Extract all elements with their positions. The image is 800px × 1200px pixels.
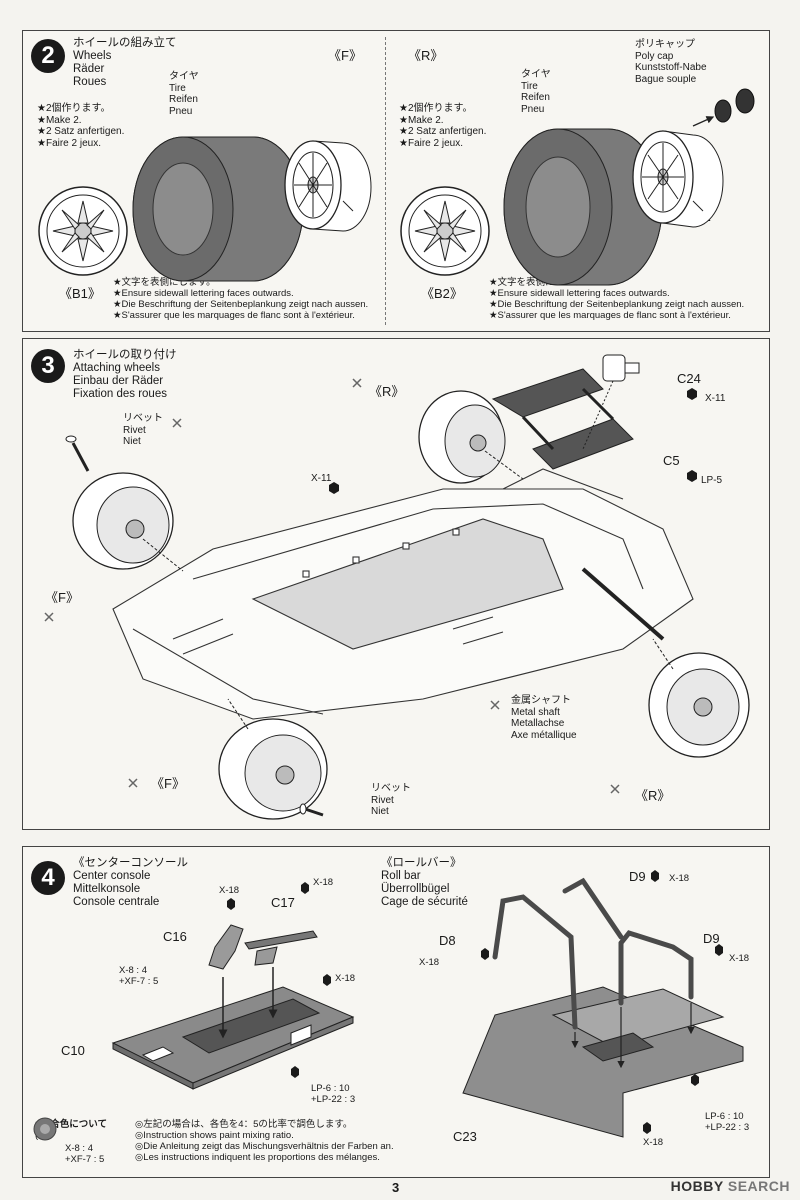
step4-number: 4 xyxy=(31,861,65,895)
step3-title: ホイールの取り付け Attaching wheels Einbau der Rä… xyxy=(73,349,177,400)
step2-b2-tag: 《B2》 xyxy=(421,286,463,301)
step2-sidewall-note-front: ★文字を表側にします。 ★Ensure sidewall lettering f… xyxy=(113,277,369,321)
step3-front-tag-left: 《F》 xyxy=(45,590,79,605)
step4-x18-c17: X-18 xyxy=(313,877,334,888)
c24-part-icon xyxy=(582,354,640,450)
step4-panel: 4 《センターコンソール Center console Mittelkonsol… xyxy=(22,846,770,1178)
step4-d8-part: D8 xyxy=(439,933,456,948)
step4-x18-d8: X-18 xyxy=(419,957,440,968)
chassis-icon xyxy=(112,468,694,720)
step2-b1-tag: 《B1》 xyxy=(59,286,101,301)
rivet-top-icon xyxy=(65,435,90,472)
c5-part-icon xyxy=(491,368,634,470)
step3-c5-paint: LP-5 xyxy=(701,475,723,486)
c10-part-icon xyxy=(111,986,355,1090)
step3-rivet-label-top: リベット Rivet Niet xyxy=(123,413,163,447)
step4-x18-c16: X-18 xyxy=(219,885,240,896)
step3-panel: 3 ホイールの取り付け Attaching wheels Einbau der … xyxy=(22,338,770,830)
watermark: HOBBY SEARCH xyxy=(671,1178,790,1194)
step4-x18-d9a: X-18 xyxy=(669,873,690,884)
step2-panel: 2 ホイールの組み立て Wheels Räder Roues 《F》 《R》 ★… xyxy=(22,30,770,332)
step4-d9a-part: D9 xyxy=(629,869,646,884)
tool-icons xyxy=(44,378,620,794)
mixing-note-text: ◎左記の場合は、各色を4：5の比率で調色します。 ◎Instruction sh… xyxy=(135,1119,394,1163)
step2-number: 2 xyxy=(31,39,65,73)
c23-part-icon xyxy=(462,986,744,1138)
step4-x18-c23: X-18 xyxy=(643,1137,664,1148)
rollbar-arrows xyxy=(571,1003,695,1069)
step4-mix-c16: X-8 : 4 +XF-7 : 5 xyxy=(119,965,159,987)
polycap-icon xyxy=(692,88,755,127)
step4-x18-c10: X-18 xyxy=(335,973,356,984)
step3-c5-part: C5 xyxy=(663,453,680,468)
page-number: 3 xyxy=(392,1180,400,1195)
step3-rear-tag-top: 《R》 xyxy=(369,384,405,399)
step2-polycap-label: ポリキャップ Poly cap Kunststoff-Nabe Bague so… xyxy=(635,39,707,85)
step3-number: 3 xyxy=(31,349,65,383)
step2-front-tag: 《F》 xyxy=(328,48,362,63)
step4-title: 《センターコンソール Center console Mittelkonsole … xyxy=(73,857,188,908)
wheel-front-bottom-icon xyxy=(218,698,328,820)
wheel-rear-bottom-icon xyxy=(648,638,750,758)
step4-lp-c23: LP-6 : 10 +LP-22 : 3 xyxy=(705,1111,750,1133)
step2-make2-front: ★2個作ります。 ★Make 2. ★2 Satz anfertigen. ★F… xyxy=(37,103,125,149)
wheel-front-left-icon xyxy=(72,472,184,572)
step2-illustration xyxy=(38,88,755,286)
wheel-face-front-icon xyxy=(38,186,128,276)
step4-x18-d9b: X-18 xyxy=(729,953,750,964)
step3-rivet-label-bottom: リベット Rivet Niet xyxy=(371,783,411,817)
step4-rollbar-title: 《ロールバー》 Roll bar Überrollbügel Cage de s… xyxy=(381,857,468,908)
step2-divider xyxy=(385,37,386,325)
step2-tire-label-front: タイヤ Tire Reifen Pneu xyxy=(169,71,199,117)
paint-bottle-icon xyxy=(33,1117,57,1141)
step4-illustration xyxy=(33,870,744,1141)
wheel-rear-top-icon xyxy=(418,390,524,484)
step2-title: ホイールの組み立て Wheels Räder Roues xyxy=(73,37,177,88)
step4-c17-part: C17 xyxy=(271,895,295,910)
step3-c24-paint: X-11 xyxy=(705,393,726,404)
watermark-brand: HOBBY xyxy=(670,1178,724,1194)
step2-rear-tag: 《R》 xyxy=(408,48,444,63)
step3-rear-tag-bottom: 《R》 xyxy=(635,788,671,803)
rollbar-d9-icon xyxy=(562,877,694,1006)
watermark-rest: SEARCH xyxy=(727,1178,790,1194)
wheel-face-rear-icon xyxy=(400,186,490,276)
metal-shaft-icon xyxy=(581,567,665,641)
rivet-bottom-icon xyxy=(299,803,324,817)
mixing-example-values: X-8 : 4 +XF-7 : 5 xyxy=(65,1143,105,1165)
step3-front-tag-bottom: 《F》 xyxy=(151,776,185,791)
step4-hex-icons xyxy=(227,870,723,1134)
step4-c16-part: C16 xyxy=(163,929,187,944)
step4-d9b-part: D9 xyxy=(703,931,720,946)
tire-front-icon xyxy=(132,136,304,282)
c16-part-icon xyxy=(208,924,244,1039)
rim-rear-b2-icon xyxy=(632,130,724,228)
step2-sidewall-note-rear: ★文字を表側にします。 ★Ensure sidewall lettering f… xyxy=(489,277,745,321)
rollbar-d8-icon xyxy=(492,894,578,1030)
paint-hex-icons xyxy=(329,388,697,494)
step4-lp-c10: LP-6 : 10 +LP-22 : 3 xyxy=(311,1083,356,1105)
step4-c23-part: C23 xyxy=(453,1129,477,1144)
step3-x11-chassis: X-11 xyxy=(311,473,332,484)
step4-c10-part: C10 xyxy=(61,1043,85,1058)
rim-front-b1-icon xyxy=(284,140,372,232)
step3-illustration xyxy=(44,354,750,820)
step2-tire-label-rear: タイヤ Tire Reifen Pneu xyxy=(521,69,551,115)
c17-part-icon xyxy=(244,930,318,1019)
step3-c24-part: C24 xyxy=(677,371,701,386)
step2-make2-rear: ★2個作ります。 ★Make 2. ★2 Satz anfertigen. ★F… xyxy=(399,103,487,149)
step3-metal-shaft-label: 金属シャフト Metal shaft Metallachse Axe métal… xyxy=(511,695,577,741)
